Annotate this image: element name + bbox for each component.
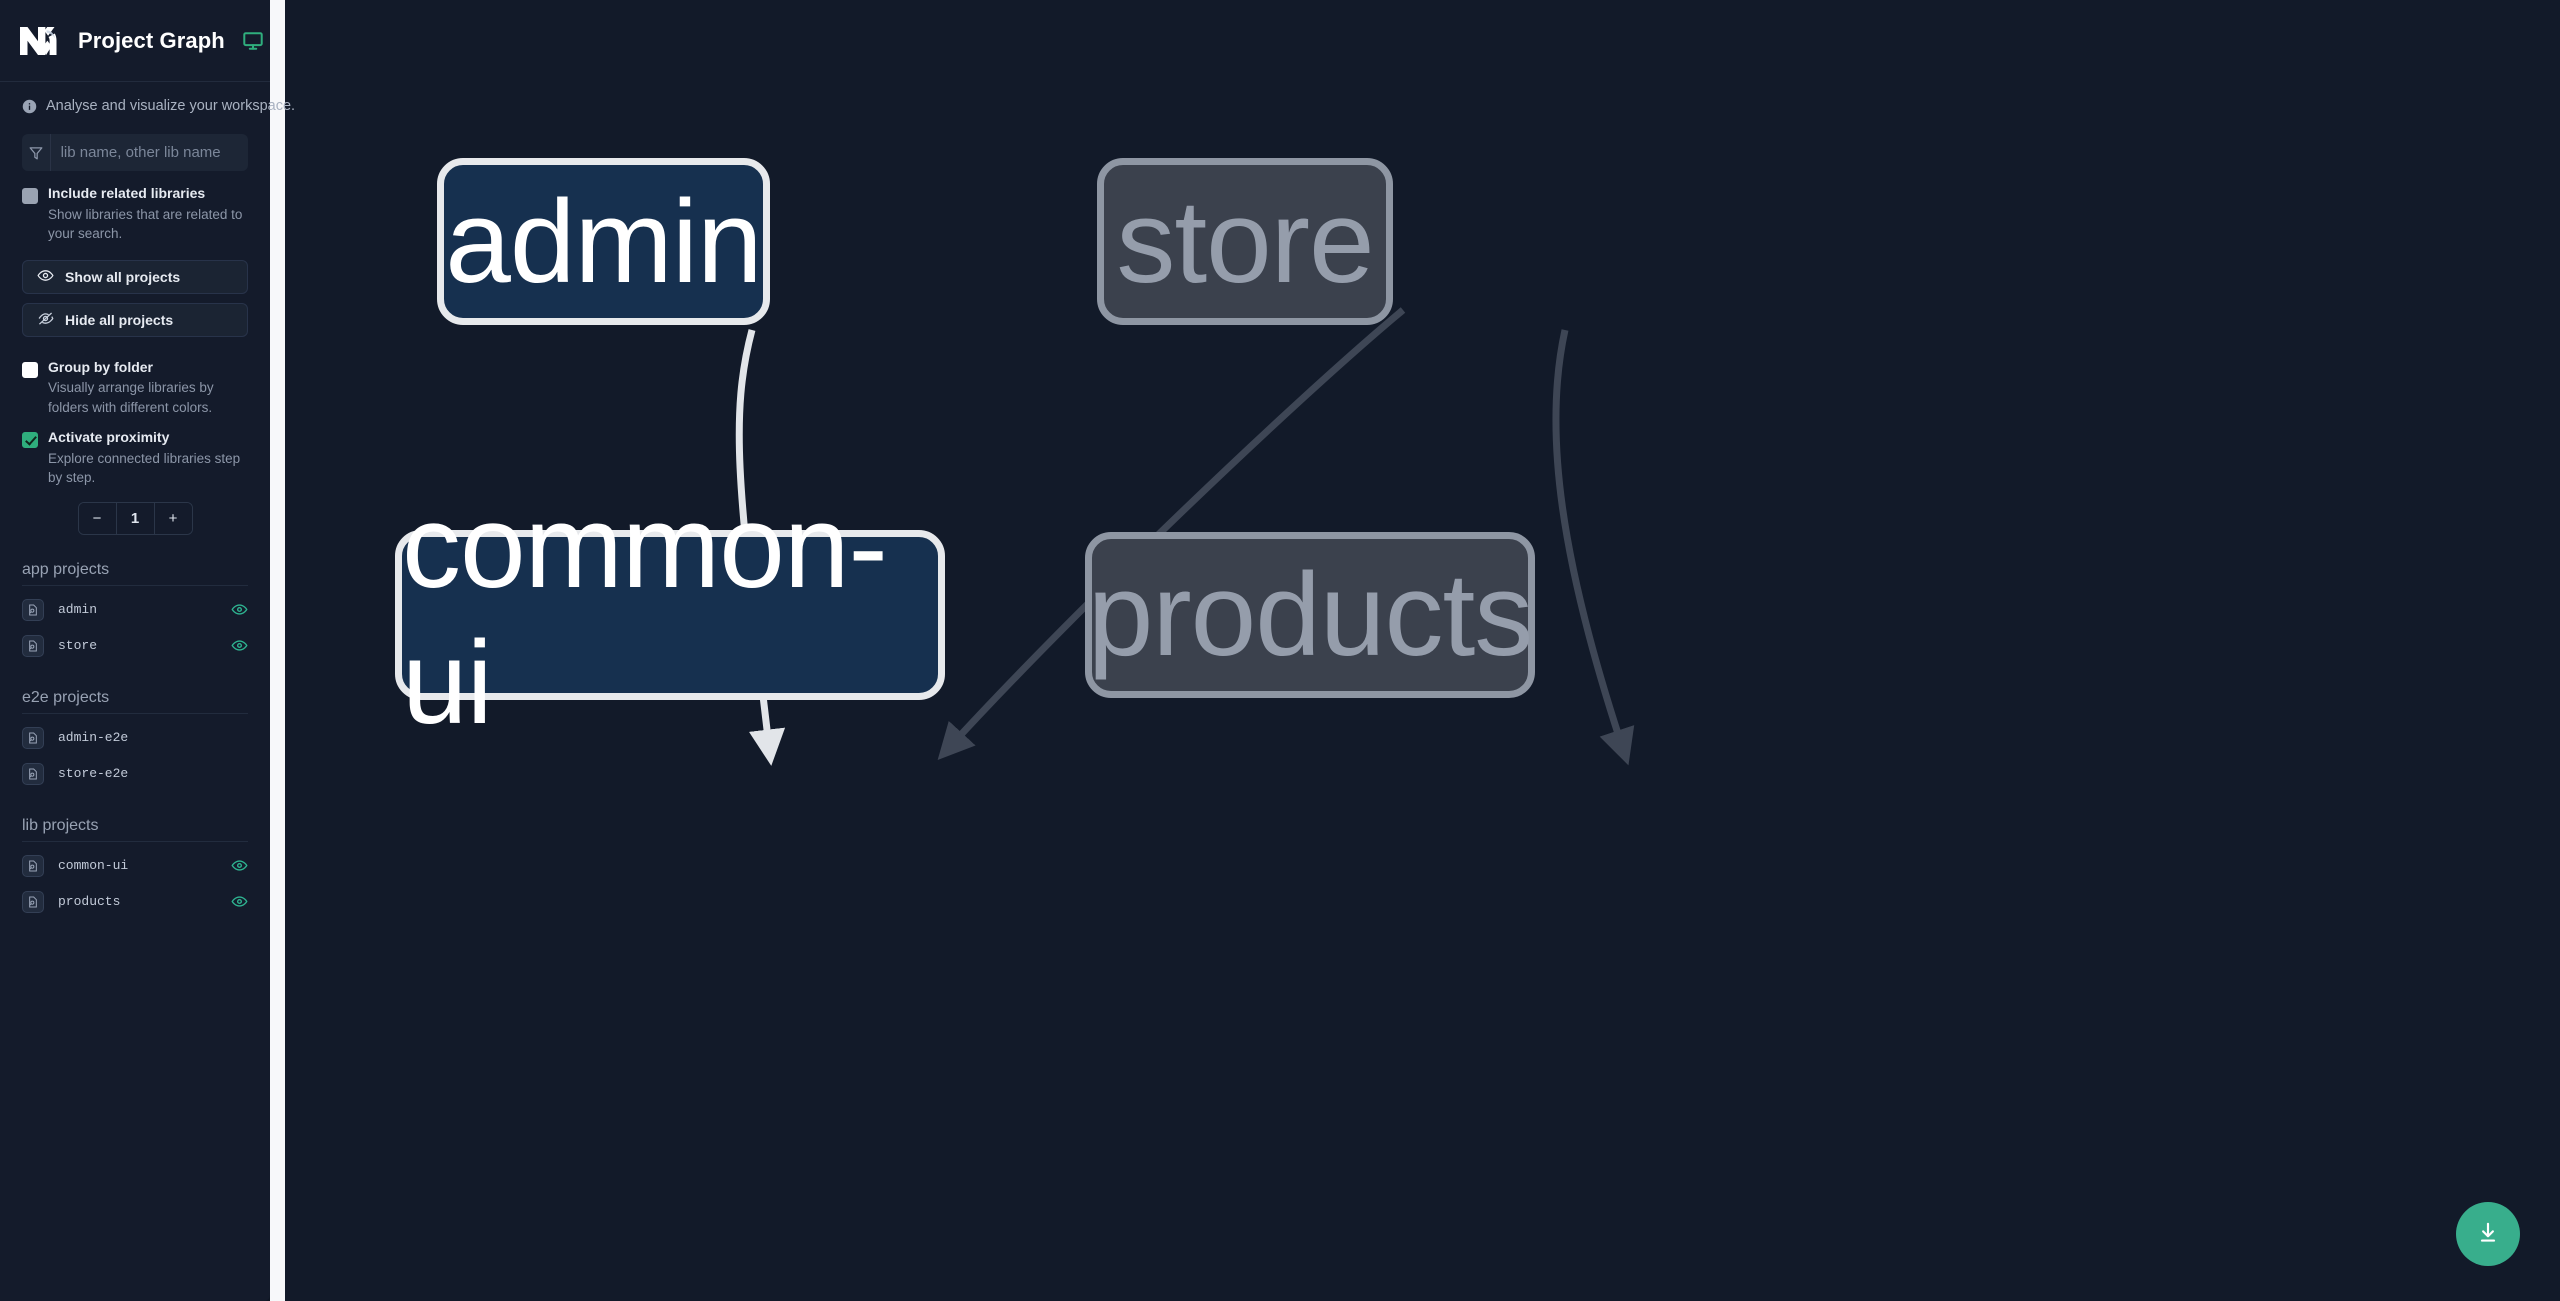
graph-node-label: admin: [445, 175, 762, 308]
download-icon: [2475, 1220, 2501, 1249]
project-icon: [22, 890, 44, 913]
sidebar-project-products[interactable]: products: [22, 884, 248, 920]
sidebar-project-admin-e2e[interactable]: admin-e2e: [22, 720, 248, 756]
activate-proximity-checkbox[interactable]: [22, 432, 38, 449]
sidebar-project-common-ui[interactable]: common-ui: [22, 848, 248, 884]
project-icon: [22, 854, 44, 877]
project-name: admin: [58, 602, 98, 618]
graph-node-admin[interactable]: admin: [437, 158, 770, 325]
sidebar: Project Graph Analyse and visualize your…: [0, 0, 295, 1301]
sidebar-project-store-e2e[interactable]: store-e2e: [22, 756, 248, 792]
search-row: [0, 128, 270, 171]
visibility-eye-icon[interactable]: [231, 893, 248, 910]
group-title: app projects: [22, 561, 248, 586]
project-group-lib: lib projects common-ui: [22, 817, 248, 920]
project-group-app: app projects admin: [22, 561, 248, 664]
app-header: Project Graph: [0, 0, 270, 82]
project-groups: app projects admin: [0, 561, 270, 940]
option-activate-proximity[interactable]: Activate proximity Explore connected lib…: [0, 417, 270, 488]
search-box[interactable]: [22, 134, 248, 171]
group-by-folder-checkbox[interactable]: [22, 361, 38, 378]
edge-store-to-common-ui[interactable]: [937, 307, 1406, 761]
group-title: e2e projects: [22, 689, 248, 714]
graph-node-label: products: [1087, 549, 1534, 681]
project-icon: [22, 598, 44, 621]
project-name: store-e2e: [58, 766, 129, 782]
proximity-value: 1: [115, 502, 155, 534]
option-include-related-libraries[interactable]: Include related libraries Show libraries…: [0, 171, 270, 244]
project-icon: [22, 726, 44, 749]
search-input[interactable]: [50, 134, 248, 171]
eye-off-icon: [37, 310, 54, 330]
graph-node-common-ui[interactable]: common-ui: [395, 481, 945, 749]
eye-icon: [37, 267, 54, 287]
visibility-eye-icon[interactable]: [231, 857, 248, 874]
hide-all-projects-button[interactable]: Hide all projects: [22, 302, 248, 337]
tagline-text: Analyse and visualize your workspace.: [46, 98, 296, 114]
visibility-eye-icon[interactable]: [231, 601, 248, 618]
option-description: Explore connected libraries step by step…: [48, 450, 241, 486]
visibility-eye-icon[interactable]: [231, 637, 248, 654]
project-name: products: [58, 894, 121, 910]
nx-logo-icon: [16, 19, 60, 63]
option-description: Show libraries that are related to your …: [48, 206, 243, 242]
sidebar-project-admin[interactable]: admin: [22, 592, 248, 628]
filter-icon: [22, 134, 51, 171]
visibility-buttons: Show all projects Hide all projects: [0, 244, 270, 337]
option-label: Group by folder: [48, 358, 153, 375]
group-title: lib projects: [22, 817, 248, 842]
project-icon: [22, 634, 44, 657]
hide-all-projects-label: Hide all projects: [65, 311, 174, 328]
project-icon: [22, 762, 44, 785]
include-related-libraries-checkbox[interactable]: [22, 188, 38, 204]
proximity-stepper[interactable]: − 1 +: [77, 501, 193, 535]
graph-node-label: store: [1116, 175, 1374, 308]
project-name: admin-e2e: [58, 730, 129, 746]
sidebar-divider: [270, 0, 285, 1301]
option-label: Include related libraries: [48, 185, 206, 201]
graph-node-label: common-ui: [402, 481, 888, 749]
page-title: Project Graph: [78, 27, 225, 53]
edge-store-to-products[interactable]: [1552, 329, 1635, 766]
tagline: Analyse and visualize your workspace.: [0, 82, 295, 128]
project-name: store: [58, 638, 98, 654]
project-group-e2e: e2e projects admin-e2e stor: [22, 689, 248, 792]
project-name: common-ui: [58, 858, 129, 874]
info-icon: [22, 99, 37, 114]
option-group-by-folder[interactable]: Group by folder Visually arrange librari…: [0, 337, 270, 418]
graph-node-store[interactable]: store: [1097, 158, 1393, 325]
monitor-icon[interactable]: [242, 30, 264, 52]
sidebar-project-store[interactable]: store: [22, 628, 248, 664]
option-description: Visually arrange libraries by folders wi…: [48, 380, 214, 415]
download-image-button[interactable]: [2456, 1202, 2520, 1266]
graph-node-products[interactable]: products: [1085, 532, 1535, 698]
show-all-projects-label: Show all projects: [65, 268, 181, 285]
option-label: Activate proximity: [48, 429, 170, 446]
proximity-increment-button[interactable]: +: [154, 502, 192, 534]
show-all-projects-button[interactable]: Show all projects: [22, 259, 248, 294]
proximity-decrement-button[interactable]: −: [78, 502, 116, 534]
graph-canvas[interactable]: admin store common-ui products: [285, 0, 2560, 1301]
